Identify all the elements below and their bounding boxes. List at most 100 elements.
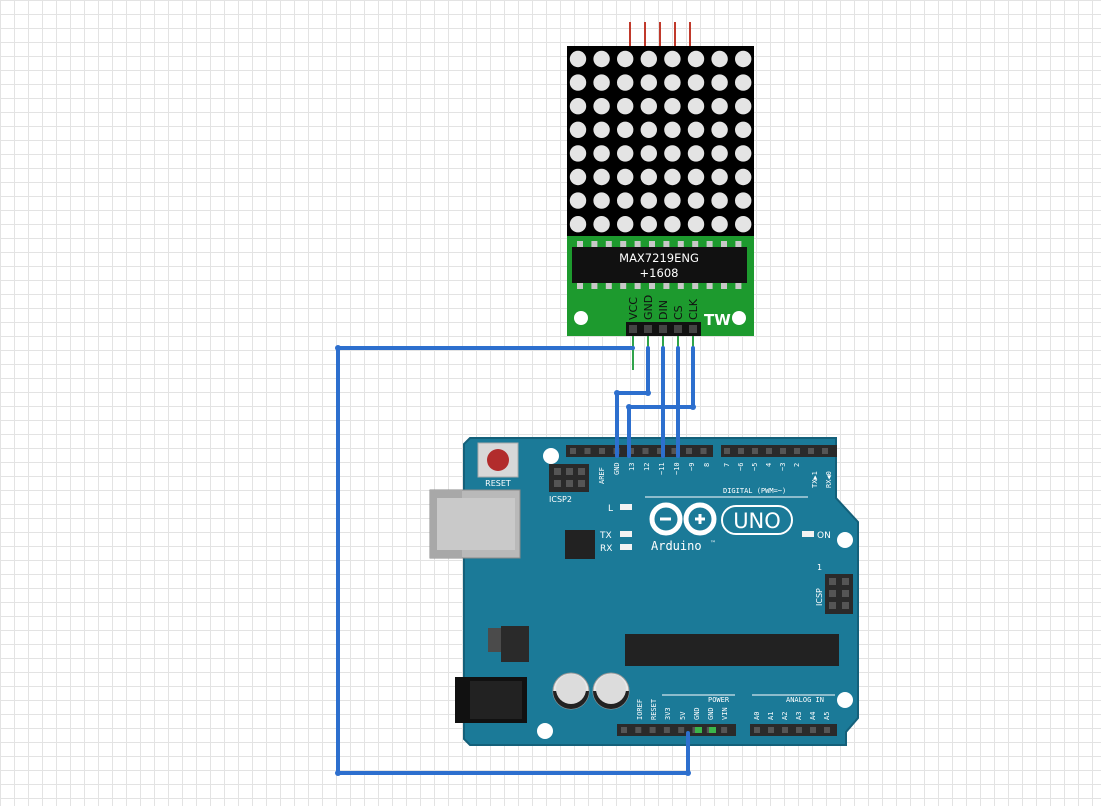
pin-label: A4	[809, 712, 817, 720]
header-pin-hole[interactable]	[752, 448, 758, 454]
matrix-led	[617, 192, 634, 209]
matrix-led	[640, 168, 657, 186]
matrix-led	[569, 74, 587, 91]
pin-label: A3	[795, 712, 803, 720]
header-pin-hole[interactable]	[782, 727, 788, 733]
matrix-led	[617, 74, 634, 91]
header-pin-hole[interactable]	[657, 448, 663, 454]
header-pin-hole[interactable]	[584, 448, 591, 454]
reset-button[interactable]	[477, 442, 519, 478]
header-pin-hole[interactable]	[794, 448, 800, 454]
matrix-led	[664, 98, 681, 115]
pin-label: 3V3	[664, 707, 672, 720]
matrix-led	[664, 121, 681, 138]
header-pin-hole[interactable]	[635, 727, 642, 733]
chip-pin	[721, 283, 727, 289]
pin-label: A1	[767, 712, 775, 720]
matrix-led	[617, 216, 634, 233]
matrix-led	[664, 216, 681, 233]
header-pin-hole[interactable]	[810, 727, 816, 733]
led-panel	[567, 46, 754, 236]
header-pin-hole[interactable]	[671, 448, 678, 454]
connected-pins	[695, 727, 716, 733]
pin-label-din: DIN	[657, 300, 670, 320]
header-pin-hole[interactable]	[721, 727, 728, 733]
matrix-led	[664, 145, 681, 162]
matrix-led	[687, 168, 705, 186]
matrix-led	[569, 192, 587, 209]
power-pin-labels: IOREF RESET 3V3 5V GND GND VIN	[636, 698, 729, 720]
matrix-led	[711, 74, 728, 91]
pin-label: GND	[613, 462, 621, 475]
wire-endpoints	[335, 345, 696, 776]
pin-label: 8	[703, 463, 711, 467]
header-pin-hole[interactable]	[599, 448, 605, 454]
header-pin-hole[interactable]	[663, 727, 670, 733]
matrix-led	[687, 74, 705, 91]
matrix-led	[735, 98, 752, 115]
matrix-led	[711, 98, 728, 115]
matrix-led	[593, 168, 610, 186]
pin-label: 5V	[679, 711, 687, 720]
header-pin-hole[interactable]	[808, 448, 814, 454]
header-pin-hole[interactable]	[766, 448, 772, 454]
matrix-led	[640, 216, 657, 233]
arduino-infinity-logo	[649, 502, 717, 536]
pin-label: RX◀0	[825, 471, 833, 488]
header-pin-hole[interactable]	[678, 727, 685, 733]
header-pin-hole[interactable]	[686, 448, 692, 454]
matrix-led	[617, 145, 634, 162]
board-hole	[537, 723, 553, 739]
icsp-label: ICSP	[815, 588, 824, 606]
matrix-led	[687, 98, 705, 115]
analog-section-label: ANALOG IN	[786, 696, 824, 704]
digital-section-label: DIGITAL (PWM=~)	[723, 487, 786, 495]
matrix-led	[569, 145, 587, 162]
pin-label: ~10	[673, 462, 681, 475]
header-pin-hole[interactable]	[738, 448, 744, 454]
chip-label-1: MAX7219ENG	[619, 251, 699, 265]
icsp2-label: ICSP2	[549, 495, 572, 504]
header-pin-hole[interactable]	[700, 448, 707, 454]
matrix-led	[735, 121, 752, 138]
mount-hole	[732, 311, 746, 325]
led-matrix-module[interactable]: MAX7219ENG +1608 TW VCC GND DIN CS CLK	[567, 22, 754, 370]
wire-gnd-gnd[interactable]	[615, 346, 650, 458]
header-pin-hole[interactable]	[621, 727, 627, 733]
chip-pin	[706, 283, 713, 289]
header-pin-hole[interactable]	[754, 727, 760, 733]
header-pin-hole[interactable]	[822, 448, 828, 454]
header-pin-hole[interactable]	[824, 727, 830, 733]
header-pin-hole[interactable]	[649, 727, 656, 733]
header-pin-hole[interactable]	[642, 448, 649, 454]
uno-logo-frame	[721, 505, 793, 535]
usb-b-port[interactable]	[429, 489, 521, 559]
arduino-uno-board[interactable]: RESET ICSP2 ICSP 1	[429, 437, 859, 746]
top-pin-labels-right: 7 ~6 ~5 4 ~3 2 TX▶1 RX◀0	[723, 463, 833, 488]
board-pcb	[463, 437, 859, 746]
chip-pin	[677, 283, 684, 289]
pin-label: ~6	[737, 463, 745, 471]
header-pin-hole[interactable]	[796, 727, 802, 733]
matrix-led	[617, 98, 634, 115]
header-pin-hole[interactable]	[768, 727, 774, 733]
matrix-led	[687, 192, 705, 209]
chip-pins	[577, 241, 742, 289]
matrix-led	[569, 121, 587, 138]
chip-pin	[620, 283, 627, 289]
header-pin-hole[interactable]	[780, 448, 786, 454]
wire-clk-13[interactable]	[627, 346, 695, 458]
atmega-chip	[625, 634, 839, 666]
led-rx	[620, 544, 632, 550]
matrix-led	[664, 192, 681, 209]
pin-label: ~3	[779, 463, 787, 471]
pin-label: GND	[693, 707, 701, 720]
matrix-led	[735, 168, 752, 186]
icsp-pin1-label: 1	[817, 563, 822, 572]
header-pin-hole[interactable]	[570, 448, 576, 454]
header-pin-hole[interactable]	[724, 448, 730, 454]
pin-label: ~5	[751, 463, 759, 471]
dc-power-jack[interactable]	[455, 677, 527, 723]
voltage-regulator	[488, 626, 529, 662]
